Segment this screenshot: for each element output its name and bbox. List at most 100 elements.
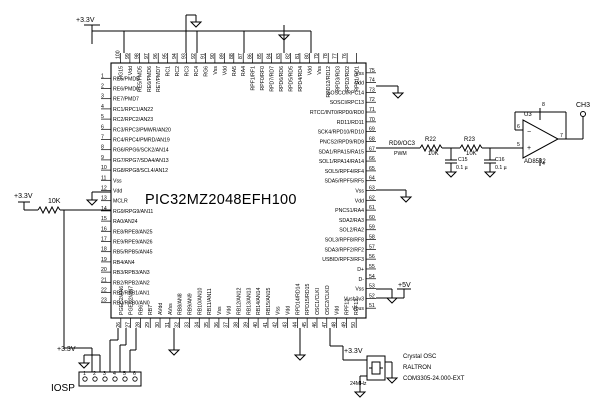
pin-top-label: RPF1/RF1 <box>251 66 257 91</box>
pin-top-number: 83 <box>276 53 282 59</box>
pin-left-label: RB3/RPB3/AN3 <box>113 270 150 276</box>
pin-top-label: Vdd <box>307 66 313 75</box>
pin-left-number: 13 <box>101 196 107 202</box>
pin-bottom-number: 41 <box>263 322 269 328</box>
osc-desc-1: Crystal OSC <box>403 354 437 360</box>
pin-right-label: SCK4/RPD10/RD10 <box>318 130 365 136</box>
pin-top-label: RPF0/RF0 <box>260 66 266 91</box>
pin-right-number: 64 <box>369 176 375 182</box>
pin-right-label: Vdd <box>355 198 364 204</box>
resistor-icon <box>37 205 61 215</box>
pin-bottom-number: 26 <box>116 322 122 328</box>
pin-left-label: RE6/PMD6 <box>113 87 139 93</box>
pin-top-number: 85 <box>257 53 263 59</box>
pin-top-label: RPD6/RD6 <box>279 66 285 92</box>
pin-right-label: SDA3/RPF2/RF2 <box>325 247 365 253</box>
pin-left-number: 11 <box>101 175 106 181</box>
pin-top-label: RC1 <box>166 66 172 76</box>
pin-top-label: RPD1/RD1 <box>355 66 361 92</box>
pin-left-label: RG6/RPG6/SCK2/AN14 <box>113 148 169 154</box>
pin-bottom-number: 49 <box>341 322 347 328</box>
pin-left-label: RB2/RPB2/AN2 <box>113 280 150 286</box>
pin-top-label: RPD4/RD4 <box>298 66 304 92</box>
pin-left-label: RG7/RPG7/SDA4/AN13 <box>113 158 169 164</box>
output-label: CH3 <box>576 102 590 109</box>
mcu-chip: PIC32MZ2048EFH100 RE5/PMD51RE6/PMD62RE7/… <box>101 50 376 328</box>
ground-icon <box>444 171 458 178</box>
pin-right-label: Vusb3v3 <box>344 296 364 302</box>
pin-right-label: D+ <box>357 267 364 273</box>
iosp-pin <box>122 376 128 382</box>
c16-value: 0.1 µ <box>495 165 507 171</box>
pin-left-number: 14 <box>101 206 107 212</box>
pin-left-number: 3 <box>101 94 104 100</box>
iosp-pin-number: 5 <box>123 371 126 377</box>
pin-top-number: 82 <box>285 53 291 59</box>
c16-ref: C16 <box>495 157 505 163</box>
opamp-icon <box>522 119 560 159</box>
osc-freq: 24MHz <box>350 381 367 387</box>
pin-left-number: 18 <box>101 247 107 253</box>
pin-left-number: 4 <box>101 104 104 110</box>
right-power-net: +5V <box>376 85 413 304</box>
pin-top-number: 100 <box>115 50 121 59</box>
bottom-grounds <box>167 328 307 361</box>
pin-right-number: 65 <box>369 166 375 172</box>
pin-bottom-label: Vdd <box>335 306 341 315</box>
pin-left-label: RE8/RPE8/AN25 <box>113 229 153 235</box>
pin-top-label: RPD3/RD3 <box>336 66 342 92</box>
pin-top-label: RA5 <box>232 66 238 76</box>
pin-bottom-label: RB9/AN9 <box>187 293 193 315</box>
pin-left-number: 12 <box>101 186 107 192</box>
pin-right-label: SOSCI/RPC13 <box>330 100 364 106</box>
pin-top-number: 88 <box>229 53 235 59</box>
pin-top-label: RC2 <box>175 66 181 76</box>
pin-right-number: 71 <box>369 107 375 113</box>
resistor-icon <box>459 143 483 153</box>
pin-bottom-label: RB14/AN14 <box>256 287 262 315</box>
pin-bottom-number: 43 <box>283 322 289 328</box>
pin-right-label: RTCC/INT0/RPD0/RD0 <box>310 110 364 116</box>
pin-right-label: Vss <box>355 287 364 293</box>
vdd-top-label: +3.3V <box>76 17 95 24</box>
pin-top-number: 79 <box>314 53 320 59</box>
pin-left-label: RC4/RPC4/PMRD/AN19 <box>113 138 170 144</box>
chip-body <box>110 62 367 319</box>
pin-bottom-number: 36 <box>214 322 220 328</box>
iosp-pin-number: 6 <box>133 371 136 377</box>
pin-top-number: 97 <box>144 53 150 59</box>
pin-bottom-number: 33 <box>184 322 190 328</box>
pin-right-number: 70 <box>369 117 375 123</box>
ground-icon <box>391 92 405 99</box>
pin-left-number: 22 <box>101 288 107 294</box>
pin-right-label: SDA2/RA3 <box>339 218 364 224</box>
iosp-label: IOSP <box>51 383 75 394</box>
pin-bottom-label: AVss <box>168 303 174 315</box>
pin-bottom-number: 37 <box>224 322 230 328</box>
pin-right-number: 69 <box>369 127 375 133</box>
pin-right-number: 51 <box>369 303 375 309</box>
ground-icon <box>399 196 413 203</box>
pin-left-number: 9 <box>101 155 104 161</box>
pin-top-label: RE5/PMD5 <box>137 66 143 92</box>
pin-top-number: 80 <box>304 53 310 59</box>
pin-bottom-number: 35 <box>204 322 210 328</box>
pin-left-label: RG9/RPG9/AN11 <box>113 209 153 215</box>
pin-top-number: 94 <box>172 53 178 59</box>
osc-desc-3: COM3305-24.000-EXT <box>403 376 465 382</box>
ground-icon <box>293 354 307 361</box>
opamp-ref: U3 <box>524 112 532 118</box>
pin-top-number: 87 <box>238 53 244 59</box>
pin-left-number: 5 <box>101 114 104 120</box>
pin-top-label: RG6 <box>203 66 209 77</box>
pin-right-label: SDA5/RPF5/RF5 <box>325 179 365 185</box>
pin-left-label: MCLR <box>113 199 128 205</box>
iosp-pin-number: 2 <box>93 371 96 377</box>
pin-bottom-label: RB11/AN11 <box>207 288 213 315</box>
pin-left-label: RC3/RPC3/PMWR/AN20 <box>113 127 171 133</box>
ground-icon <box>167 349 181 356</box>
pin-bottom-label: Vss <box>217 306 223 315</box>
pins-left: RE5/PMD51RE6/PMD62RE7/PMD73RC1/RPC1/AN22… <box>101 73 171 307</box>
pin-top-label: RPD2/RD2 <box>345 66 351 92</box>
pin-bottom-label: RB10/AN10 <box>197 287 203 315</box>
